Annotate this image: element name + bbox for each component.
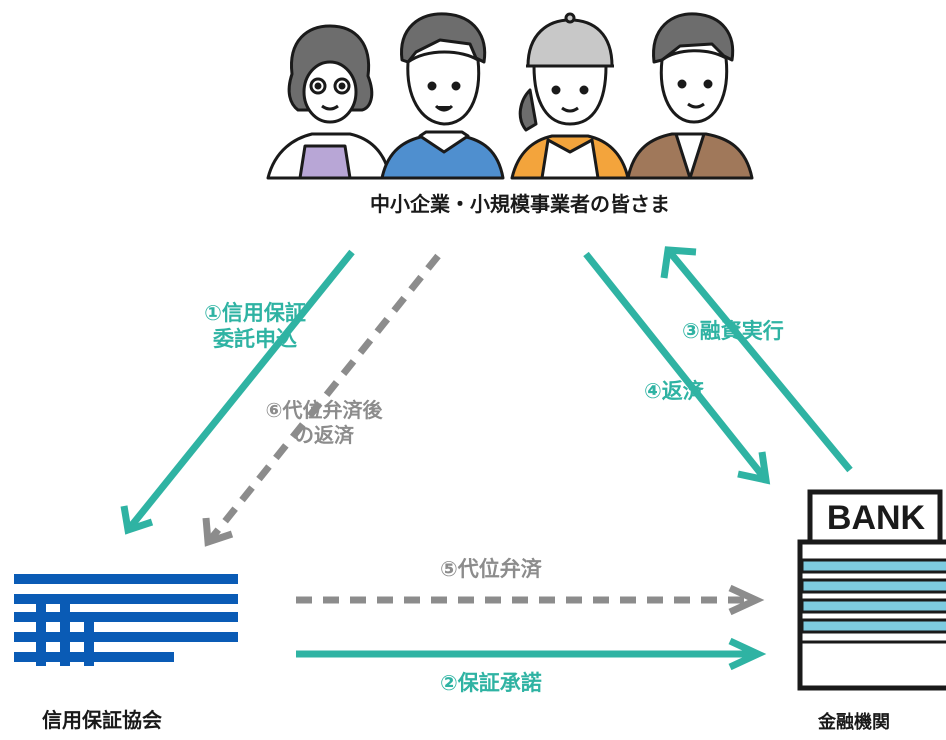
arrow-2-guarantee-approval [296, 637, 767, 671]
step3-label: ③融資実行 [682, 319, 784, 343]
people-illustration-icon [266, 12, 754, 180]
arrow-6-head [202, 517, 234, 547]
arrow-4-repayment [583, 251, 771, 485]
step1-line1: ①信用保証 [204, 301, 306, 325]
guarantee-association-logo-icon [14, 574, 238, 666]
step6-line2: の返済 [294, 423, 354, 447]
step1-label: ①信用保証 委託申込 [170, 300, 340, 353]
step6-line1: ⑥代位弁済後 [265, 398, 383, 422]
step6-label: ⑥代位弁済後 の返済 [238, 398, 410, 448]
arrow-3-loan-execution [660, 246, 853, 473]
step1-line2: 委託申込 [213, 327, 297, 352]
financial-institution-label: 金融機関 [818, 712, 890, 733]
step5-label: ⑤代位弁済 [440, 557, 542, 581]
businesses-label: 中小企業・小規模事業者の皆さま [370, 192, 670, 216]
arrow-6-repayment-after-subrogation [207, 253, 441, 543]
bank-sign: BANK [826, 499, 926, 537]
guarantee-association-label: 信用保証協会 [42, 708, 162, 732]
arrow-1-application [120, 249, 355, 535]
bank-building-icon [797, 489, 946, 691]
step2-label: ②保証承諾 [440, 671, 542, 695]
arrow-5-subrogation [296, 584, 765, 616]
step4-label: ④返済 [644, 379, 704, 403]
